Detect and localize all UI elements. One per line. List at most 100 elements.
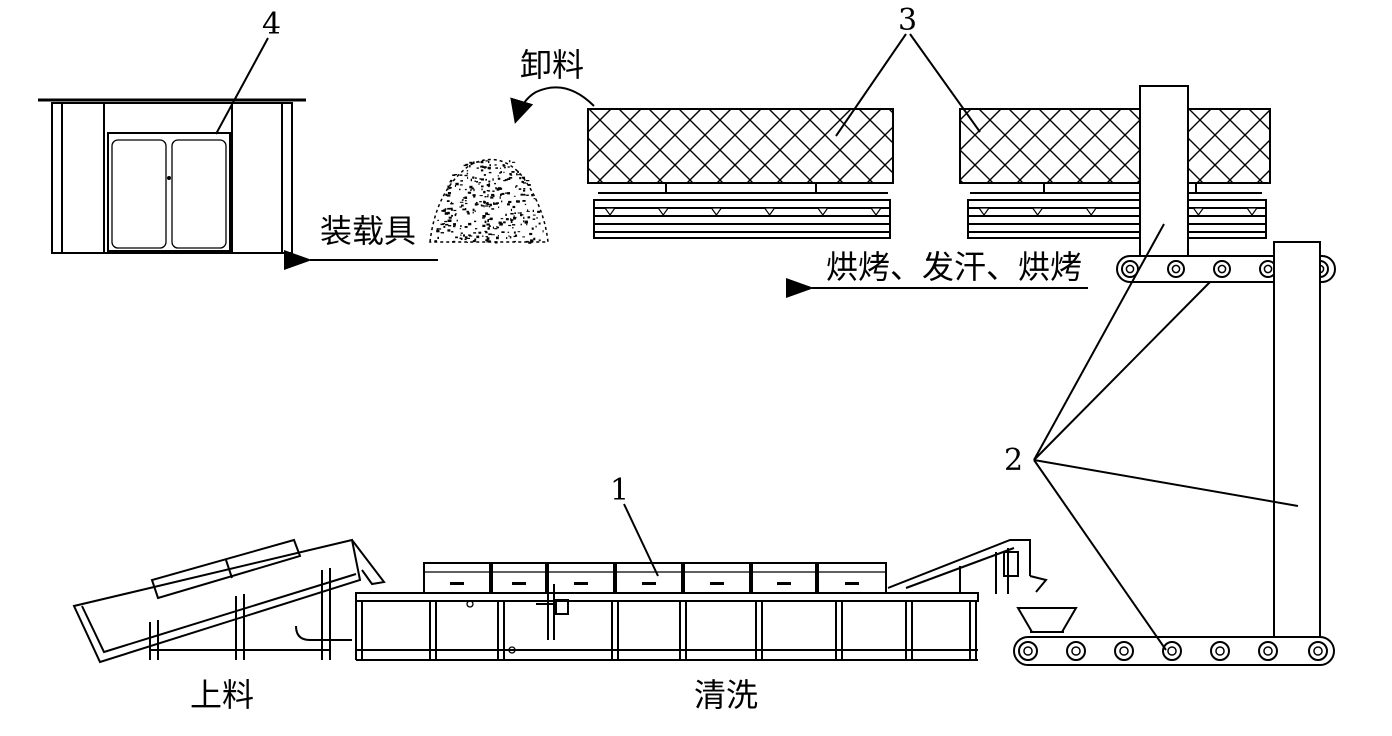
pile-speck [480,178,482,180]
pile-speck [496,236,499,240]
pile-speck [475,177,477,179]
pile-speck [508,160,511,163]
pile-speck [451,201,453,204]
pile-speck [488,171,492,174]
wash-tank-handle [777,582,791,585]
pile-speck [512,205,516,209]
pile-speck [500,193,502,196]
pile-speck [446,188,450,190]
pile-speck [518,188,522,190]
wash-tank-handle [512,582,526,585]
pile-speck [447,211,450,215]
pile-speck [492,226,494,229]
roller-hub [1119,646,1129,656]
oven-bolt [1031,207,1044,217]
pile-speck [512,161,516,163]
pile-speck [503,221,506,224]
pile-speck [520,214,523,217]
pile-speck [510,220,513,223]
pile-speck [462,208,466,211]
pile-speck [522,200,526,202]
label-feed: 上料 [190,676,254,714]
label-loader: 装载具 [320,212,416,250]
roller-hub [1023,646,1033,656]
pile-speck [484,167,486,170]
roller-hub [1217,264,1227,274]
pile-speck [488,160,490,164]
pile-speck [485,202,489,205]
pile-speck [537,210,541,213]
pile-speck [538,239,541,241]
pile-speck [480,160,484,164]
pile-speck [467,237,470,239]
pile-speck [510,213,514,215]
pile-speck [526,194,529,196]
pile-speck [472,240,476,243]
pile-speck [470,189,472,191]
pile-speck [506,178,511,180]
pile-speck [510,218,512,220]
pile-speck [525,180,530,182]
pile-speck [500,171,502,173]
material-pile [429,158,549,244]
pile-speck [460,234,462,236]
pile-speck [451,214,453,217]
pile-speck [498,221,502,224]
pile-speck [436,228,439,231]
pile-speck [531,227,534,230]
pile-speck [478,231,482,234]
pile-speck [444,212,449,215]
oven-bolt [977,207,991,217]
pile-speck [461,199,463,201]
pile-speck [459,174,463,176]
pile-speck [532,218,536,220]
pile-speck [447,229,451,232]
pile-speck [449,181,453,183]
pile-speck [460,225,462,228]
pile-speck [459,206,462,208]
pile-speck [467,212,470,215]
pile-speck [455,236,458,239]
pile-speck [528,184,531,186]
pile-speck [503,167,506,169]
label-bake-sweat-bake: 烘烤、发汗、烘烤 [826,248,1082,286]
pile-speck [475,228,478,230]
pile-speck [481,178,484,181]
pile-speck [494,182,496,185]
part-label-4: 4 [262,7,281,42]
pile-speck [531,194,534,197]
pile-speck [507,192,510,195]
pile-speck [461,180,463,182]
pile-speck [456,219,458,222]
pile-speck [499,172,502,174]
pile-speck [491,208,495,210]
roller-hub [1167,646,1177,656]
pile-speck [464,238,467,241]
pile-speck [468,222,472,226]
pile-speck [521,180,523,183]
pile-speck [479,201,482,203]
pile-speck [511,174,513,176]
pile-speck [454,184,456,187]
pile-speck [490,196,494,199]
pile-speck [483,205,485,208]
pile-speck [464,226,468,228]
pile-speck [472,176,475,179]
pile-speck [523,188,526,190]
pile-speck [517,174,521,176]
pile-speck [532,214,536,216]
pile-speck [529,232,533,236]
pile-speck [484,230,487,232]
pile-speck [451,231,454,233]
pile-speck [447,185,450,188]
pile-speck [437,219,439,221]
pile-speck [526,210,530,212]
roller-hub [1313,646,1323,656]
pile-speck [463,234,465,237]
pile-speck [487,194,489,197]
pile-speck [508,224,512,227]
pile-speck [450,179,453,182]
pile-speck [484,196,487,198]
pile-speck [476,235,480,239]
pile-speck [472,208,475,211]
